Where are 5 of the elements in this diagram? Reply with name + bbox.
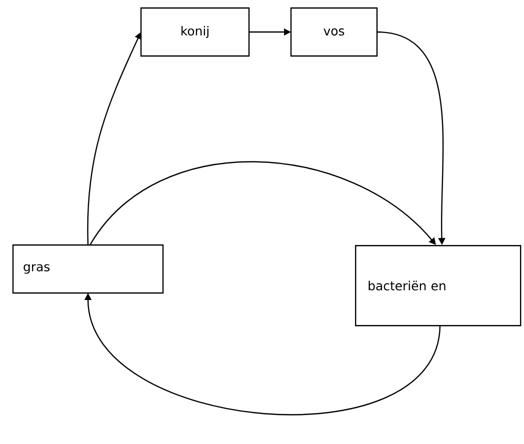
arrow <box>90 161 436 246</box>
box: bacteriën en <box>355 245 522 326</box>
box: gras <box>12 244 164 294</box>
box: konij <box>140 7 250 57</box>
box: vos <box>290 7 378 57</box>
